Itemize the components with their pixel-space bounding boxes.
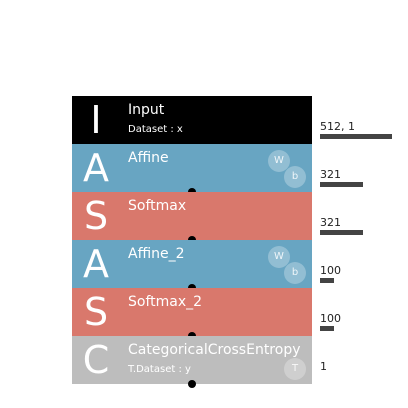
layer-type-letter: S: [83, 290, 109, 334]
output-size-bar: [320, 182, 363, 187]
layer-softmax[interactable]: S Softmax: [72, 192, 312, 240]
param-t-badge[interactable]: T: [284, 358, 306, 380]
layer-name: Softmax_2: [128, 294, 203, 310]
layer-type-letter: C: [82, 338, 110, 382]
connector-dot[interactable]: [188, 380, 196, 388]
output-size-label: 321: [320, 216, 341, 229]
param-w-badge[interactable]: W: [268, 150, 290, 172]
layer-name: Input: [128, 102, 165, 118]
layer-name: CategoricalCrossEntropy: [128, 342, 301, 358]
layer-type-letter: A: [83, 146, 109, 190]
output-size-label: 321: [320, 168, 341, 181]
output-size-label: 1: [320, 360, 327, 373]
output-size-label: 100: [320, 264, 341, 277]
param-b-badge[interactable]: b: [284, 262, 306, 284]
param-b-badge[interactable]: b: [284, 166, 306, 188]
layer-name: Affine: [128, 150, 169, 166]
layer-dataset-label: T.Dataset : y: [128, 364, 191, 375]
layer-name: Affine_2: [128, 246, 185, 262]
output-size-label: 512, 1: [320, 120, 355, 133]
output-size-bar: [320, 278, 334, 283]
output-size-bar: [320, 134, 392, 139]
layer-type-letter: A: [83, 242, 109, 286]
output-size-label: 100: [320, 312, 341, 325]
layer-type-letter: I: [90, 98, 102, 142]
layer-name: Softmax: [128, 198, 187, 214]
param-w-badge[interactable]: W: [268, 246, 290, 268]
layer-softmax-2[interactable]: S Softmax_2: [72, 288, 312, 336]
layer-dataset-label: Dataset : x: [128, 124, 183, 135]
layer-type-letter: S: [83, 194, 109, 238]
output-size-bar: [320, 230, 363, 235]
output-size-bar: [320, 326, 334, 331]
